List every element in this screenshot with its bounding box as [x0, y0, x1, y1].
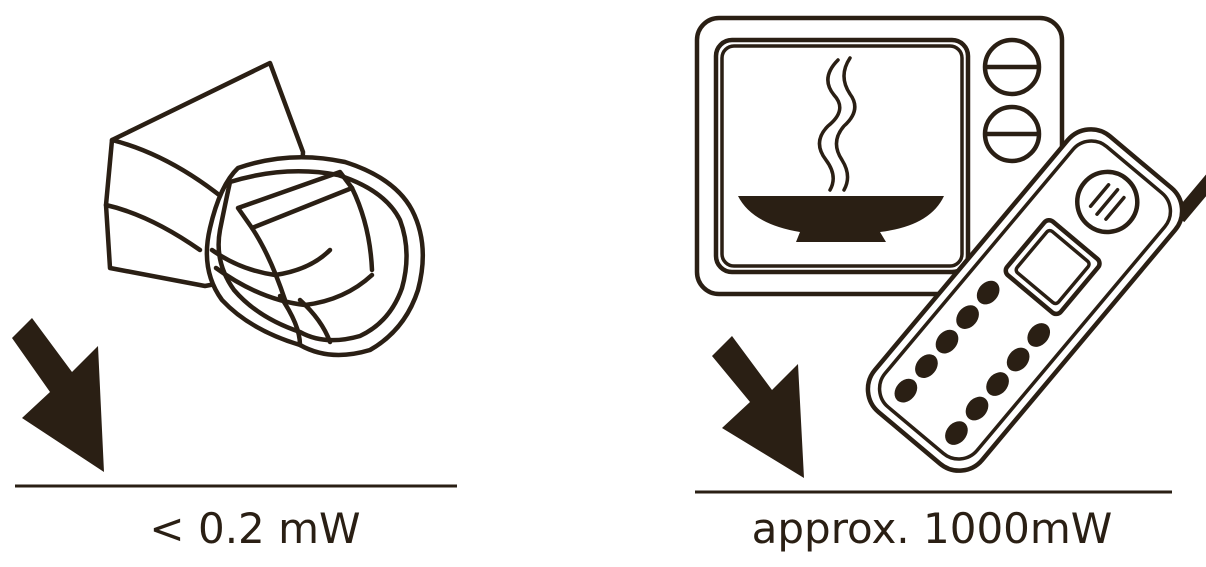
- power-label-devices: approx. 1000mW: [752, 508, 1113, 550]
- pir-motion-sensor-icon: [106, 63, 423, 355]
- power-label-sensor: < 0.2 mW: [149, 508, 360, 550]
- downward-arrow-icon: [12, 318, 104, 472]
- downward-arrow-icon: [712, 336, 804, 478]
